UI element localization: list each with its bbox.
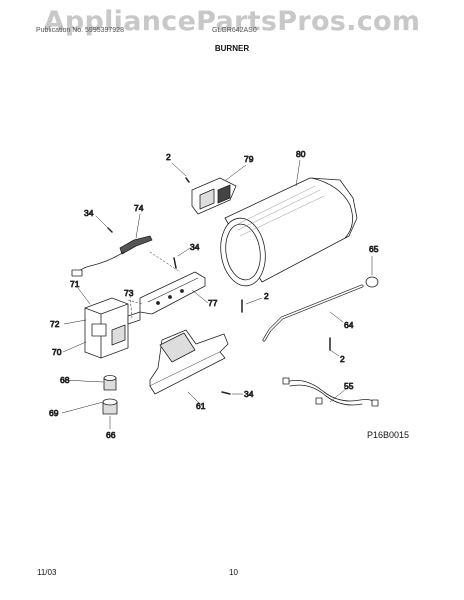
callout-34: 34 (84, 208, 94, 218)
footer-date: 11/03 (37, 568, 57, 577)
callout-66: 66 (106, 430, 116, 440)
orifice-parts (102, 375, 118, 415)
callout-34: 34 (190, 242, 200, 252)
wire-harness (282, 377, 379, 407)
burner-tube (139, 271, 206, 315)
callout-55: 55 (344, 381, 354, 391)
callout-61: 61 (196, 401, 206, 411)
callout-74: 74 (134, 203, 144, 213)
screws (107, 177, 331, 395)
burner-drum (220, 177, 358, 287)
callout-77: 77 (208, 298, 218, 308)
callout-73: 73 (124, 288, 134, 298)
callout-70: 70 (52, 347, 62, 357)
callout-72: 72 (50, 319, 60, 329)
igniter-assembly (71, 235, 153, 277)
callout-2: 2 (340, 354, 345, 364)
callout-79: 79 (244, 154, 254, 164)
flame-sensor-bracket (191, 177, 237, 215)
callout-65: 65 (369, 244, 379, 254)
footer-page-number: 10 (229, 568, 238, 577)
leader-lines (61, 159, 373, 430)
watermark-logo: AppliancePartsPros.com (43, 6, 421, 37)
callout-71: 71 (70, 279, 80, 289)
callout-80: 80 (296, 149, 306, 159)
model-number: GLGR642AS0 (212, 27, 257, 34)
callout-69: 69 (49, 408, 59, 418)
publication-number: Publication No. 5995397928 (36, 27, 124, 34)
callout-64: 64 (344, 320, 354, 330)
burner-bracket (149, 329, 229, 395)
callout-2: 2 (166, 152, 171, 162)
callout-2: 2 (264, 291, 269, 301)
callout-34: 34 (244, 389, 254, 399)
figure-code: P16B0015 (367, 430, 410, 440)
section-title: BURNER (214, 44, 250, 53)
callout-68: 68 (60, 375, 70, 385)
gas-valve (84, 297, 141, 359)
support-rod (262, 276, 379, 342)
